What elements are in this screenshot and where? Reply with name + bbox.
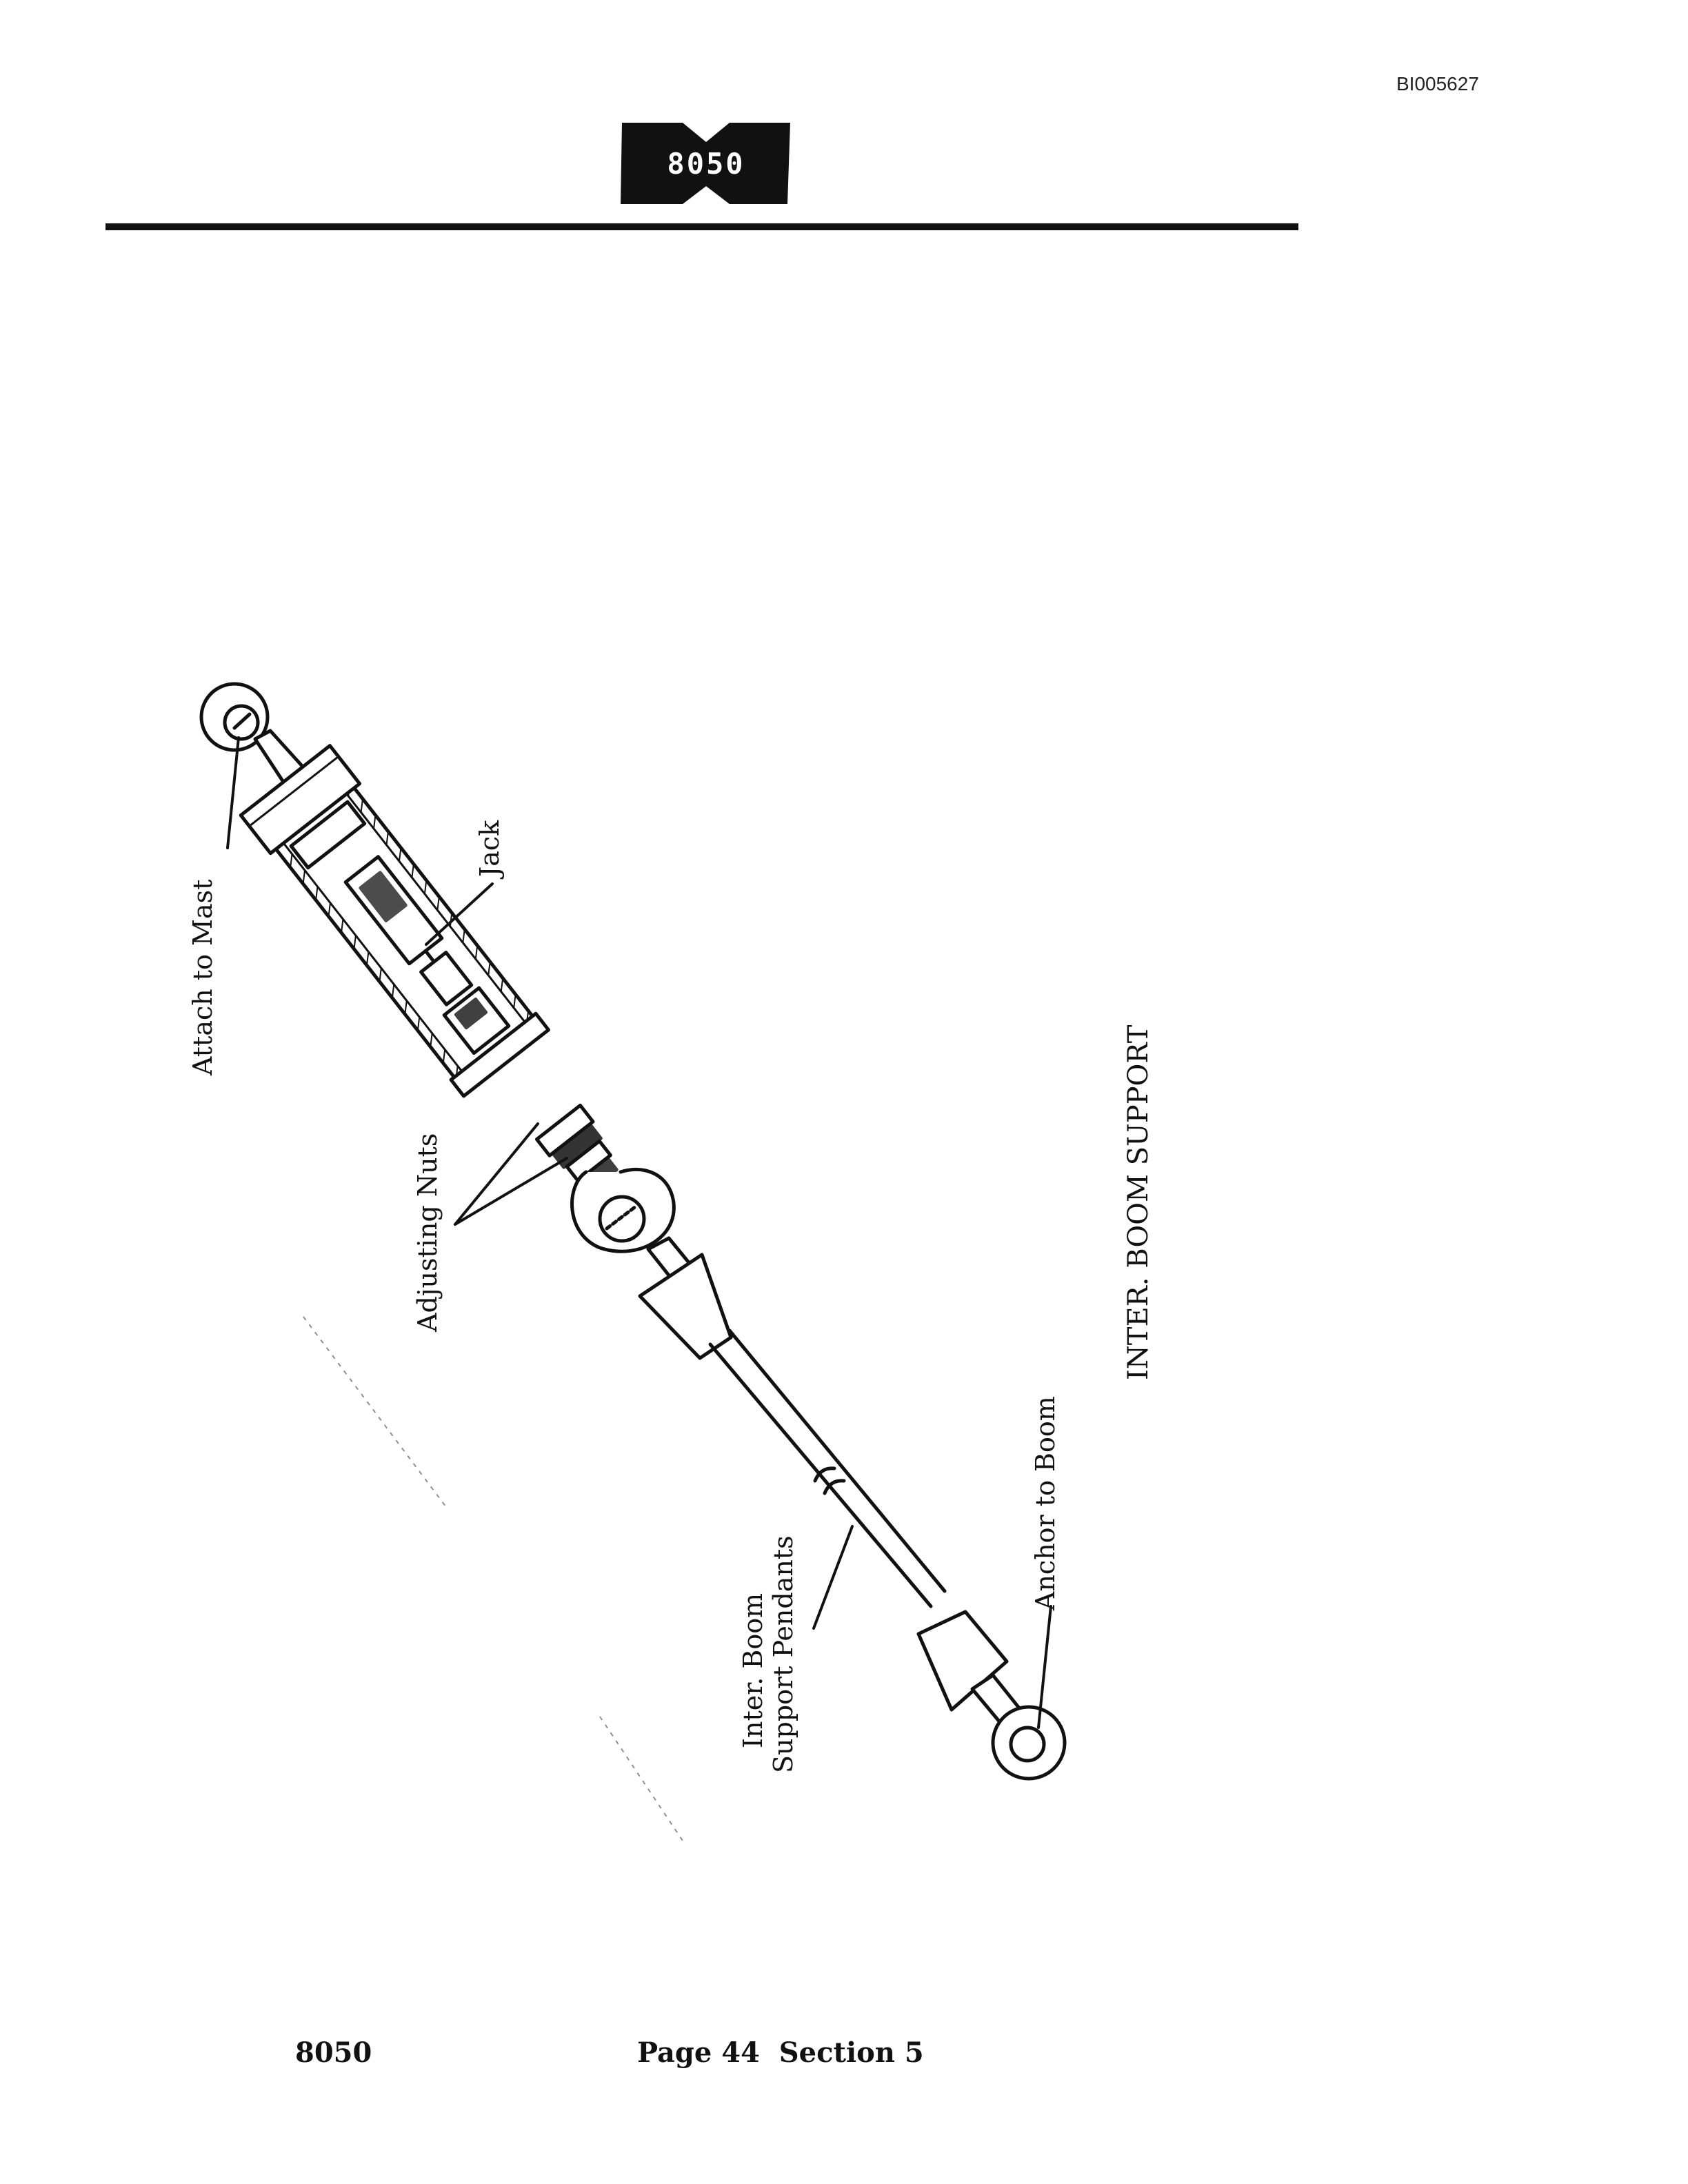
- upper-socket: [638, 1253, 733, 1360]
- scan-artifact: [303, 1316, 449, 1510]
- jack-cylinder: [239, 744, 550, 1098]
- leader-anchor-to-boom: [1037, 1605, 1052, 1729]
- lower-socket: [916, 1610, 1009, 1712]
- scan-artifact: [599, 1716, 683, 1841]
- boom-anchor-eye: [991, 1705, 1067, 1781]
- leader-jack: [425, 882, 494, 946]
- footer-model: 8050: [295, 2036, 372, 2069]
- label-anchor-to-boom: Anchor to Boom: [1030, 1396, 1061, 1610]
- logo-text: 8050: [667, 146, 745, 181]
- label-adjusting-nuts: Adjusting Nuts: [412, 1133, 443, 1332]
- manufacturer-logo: 8050: [619, 121, 793, 205]
- leader-adjusting-nuts-b: [454, 1157, 568, 1226]
- leader-pendants: [812, 1525, 854, 1630]
- footer-page-section: Page 44 Section 5: [637, 2036, 924, 2069]
- logo-block: [621, 123, 790, 204]
- middle-eye: [570, 1167, 676, 1253]
- document-id: BI005627: [1396, 73, 1479, 94]
- label-pendants-line2: Support Pendants: [768, 1535, 798, 1773]
- header-rule: [106, 223, 1298, 230]
- leader-attach-to-mast: [226, 736, 240, 849]
- label-attach-to-mast: Attach to Mast: [188, 879, 218, 1075]
- cable-break: [813, 1466, 846, 1495]
- pendant-cable-b: [727, 1328, 947, 1593]
- label-pendants-line1: Inter. Boom: [738, 1593, 768, 1748]
- leader-adjusting-nuts-a: [454, 1122, 539, 1226]
- pendant-cable-a: [708, 1342, 933, 1608]
- diagram-title: INTER. BOOM SUPPORT: [1123, 1024, 1154, 1380]
- mast-attach-eye: [199, 682, 270, 752]
- label-jack: Jack: [474, 820, 505, 877]
